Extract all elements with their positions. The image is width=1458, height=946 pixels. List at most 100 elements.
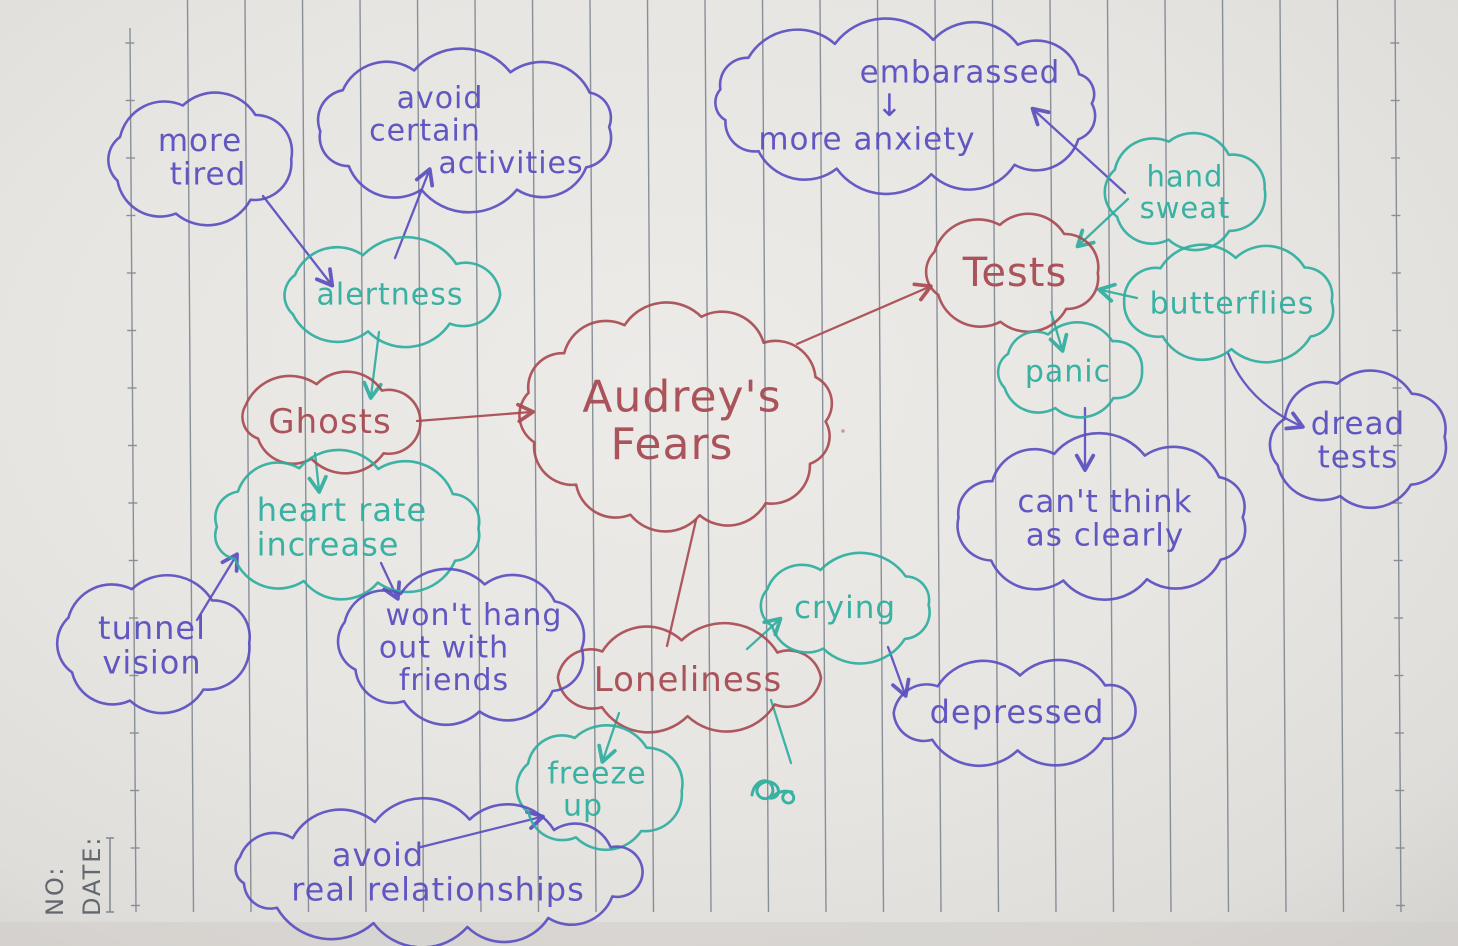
edge-alertness-to-ghosts — [362, 330, 383, 400]
edge-audreys-fears-to-tests — [795, 282, 933, 346]
edge-ghosts-to-audreys-fears — [415, 402, 535, 424]
node-label-line: heart rate — [257, 491, 427, 529]
edge-hand-sweat-to-tests — [1075, 197, 1130, 249]
down-arrow-icon: ↓ — [877, 88, 904, 124]
cloud-outline — [714, 17, 1097, 196]
edge-tests-to-panic — [1048, 310, 1069, 353]
node-label-line: real relationships — [291, 870, 585, 908]
cloud-outline — [1268, 369, 1448, 510]
node-label-line: avoid — [332, 836, 424, 874]
node-label-line: friends — [399, 663, 509, 698]
node-label-line: increase — [257, 525, 400, 563]
ruled-line — [934, 0, 942, 913]
cloud-outline — [996, 321, 1144, 419]
ruled-line — [704, 0, 712, 913]
cloud-outline — [107, 91, 294, 227]
node-label-line: depressed — [930, 693, 1105, 731]
node-label-line: up — [563, 789, 603, 824]
node-label-line: Tests — [962, 250, 1068, 296]
node-label-line: tunnel — [98, 609, 206, 647]
cloud-outline — [518, 301, 834, 533]
ink-speck — [841, 429, 845, 433]
node-label-line: Audrey's — [582, 372, 781, 423]
edge-more-tired-to-alertness — [261, 194, 335, 288]
node-embarassed-more-anxiety: embarassed↓more anxiety — [714, 17, 1097, 196]
right-margin-ticks — [1390, 42, 1405, 907]
edge-loneliness-to-crying — [745, 616, 783, 651]
cloud-outline — [234, 796, 644, 946]
node-label-line: more anxiety — [758, 121, 975, 157]
ruled-line — [244, 0, 252, 913]
cloud-outline — [1122, 243, 1335, 364]
ruled-line — [416, 0, 425, 913]
edge-alertness-to-avoid-certain-activities — [393, 167, 435, 260]
ruled-lines — [125, 0, 1405, 913]
node-label-line: certain — [369, 114, 481, 149]
cloud-outline — [515, 724, 684, 852]
ruled-line — [991, 0, 1000, 913]
node-label-line: crying — [794, 590, 896, 626]
node-tests: Tests — [924, 212, 1100, 333]
node-label: butterflies — [1150, 287, 1315, 322]
edge-avoid-real-relationships-to-freeze-up — [419, 810, 545, 849]
edge-butterflies-to-tests — [1097, 282, 1139, 303]
node-label-line: tired — [170, 157, 247, 193]
node-label-line: Loneliness — [594, 660, 782, 700]
node-label: panic — [1025, 355, 1111, 390]
edge-butterflies-to-dread-tests — [1226, 351, 1305, 431]
ruled-line — [761, 0, 770, 913]
node-label-line: hand — [1147, 159, 1224, 193]
node-label-line: vision — [102, 643, 201, 681]
connections — [195, 106, 1305, 849]
node-label-line: can't think — [1017, 484, 1192, 520]
node-loneliness: Loneliness — [556, 621, 823, 734]
no-label: NO: — [41, 865, 69, 916]
node-label-line: panic — [1025, 355, 1111, 390]
edge-tests-to-embarassed-more-anxiety — [1030, 106, 1127, 195]
node-label: embarassed↓more anxiety — [758, 54, 1060, 157]
ruled-line — [1394, 0, 1402, 913]
cloud-outline — [956, 431, 1247, 602]
node-label: Loneliness — [594, 660, 782, 700]
left-margin-ticks — [125, 42, 140, 907]
date-label: DATE: — [78, 835, 106, 916]
cloud-outline — [924, 212, 1100, 333]
edge-loneliness-to-scribble — [769, 698, 793, 765]
paper-bottom-edge-shadow — [0, 922, 1458, 946]
cloud-outline — [283, 235, 502, 349]
ruled-line — [646, 0, 655, 913]
node-label: crying — [794, 590, 896, 626]
node-depressed: depressed — [892, 658, 1137, 768]
node-label-line: embarassed — [860, 54, 1061, 90]
node-label: Ghosts — [268, 402, 391, 442]
node-panic: panic — [996, 321, 1144, 419]
cloud-outline — [1103, 131, 1267, 252]
cloud-outline — [316, 47, 613, 214]
node-label-line: alertness — [316, 278, 463, 313]
no-field-rule — [106, 837, 114, 913]
node-label-line: out with — [379, 631, 509, 666]
node-label: alertness — [316, 278, 463, 313]
node-label-line: freeze — [547, 756, 646, 791]
edge-ghosts-to-heart-rate-increase — [307, 451, 328, 494]
edge-audreys-fears-to-loneliness — [665, 518, 698, 648]
